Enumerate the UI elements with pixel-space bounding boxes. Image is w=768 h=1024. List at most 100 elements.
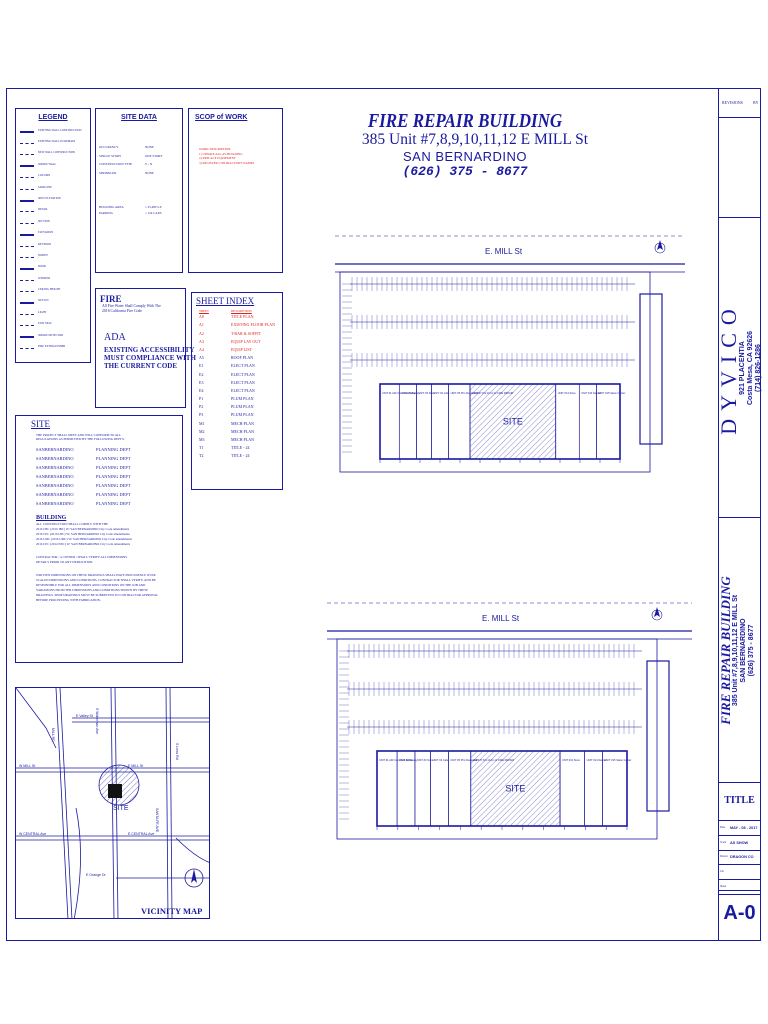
written-lines: WRITTEN DIMENSIONS ON THESE DRAWINGS SHA…	[36, 573, 182, 603]
street-label: E. MILL St	[482, 614, 520, 623]
sheet-code: A2	[199, 330, 204, 336]
site-area-value: = 25,480 S.F.	[145, 205, 163, 210]
site-area-value: = 124 CARS	[145, 211, 162, 216]
ada-line: THE CURRENT CODE	[104, 362, 177, 370]
unit-label: UNIT #14 Dental	[581, 391, 601, 395]
street-label: W CENTRAL Ave	[19, 832, 46, 836]
side-city: SAN BERNARDINO	[740, 618, 747, 683]
legend-label: EXISTING WALL TO REMAIN	[38, 139, 76, 143]
fire-ada-panel: FIRE All Fire Water Shall Comply With Th…	[95, 288, 196, 408]
sheet-title-box: TITLE	[718, 783, 761, 821]
side-title-box: FIRE REPAIR BUILDING 385 Unit #7,8,9,10,…	[718, 518, 761, 783]
lot-boundary	[339, 271, 651, 473]
legend-symbol	[20, 140, 34, 145]
legend-label: DETAIL	[38, 208, 48, 212]
scope-panel: SCOP of WORK WORK DESCRIPTION: 1) UPDATE…	[188, 108, 283, 273]
scope-item: 1) UPDATE ALL AS-BUILDING	[199, 152, 243, 157]
sheet-code: P1	[199, 396, 204, 402]
sheet-desc: TITLE - 24	[231, 445, 250, 451]
sheet-desc: MECH PLAN	[231, 437, 255, 443]
side-title: FIRE REPAIR BUILDING	[718, 576, 733, 725]
fire-text-2: 2016 California Fire Code	[102, 309, 142, 313]
revisions-box: REVISIONS BY	[718, 88, 761, 118]
legend-label: NEW WALL CONSTRUCTION	[38, 151, 75, 155]
fire-repair-unit	[469, 383, 557, 460]
project-title: FIRE REPAIR BUILDING	[367, 110, 563, 132]
revisions-column	[718, 118, 761, 218]
site-data-value: NONE	[145, 145, 154, 149]
unit-label: UNIT #1 AIR Cond Lite Store	[382, 391, 416, 395]
site-data-label: SPRINKLER	[99, 170, 117, 175]
building-line: 2016 CEC (2014 NEC) W/ SAN BERNARDINO Ci…	[36, 542, 131, 547]
building-line: ALL CONSTRUCTION SHALL COMPLY WITH THE	[36, 522, 109, 527]
dept-name: PLANNING DEPT	[96, 447, 131, 453]
legend-label: LIGHT	[38, 310, 47, 314]
unit-label: UNIT #4 Cafe	[433, 758, 449, 762]
building-line: 2016 CBC (2016 IBC) W/ SAN BERNARDINO Ci…	[36, 527, 130, 532]
dept-name: PLANNING DEPT	[96, 492, 131, 498]
sheet-code: M1	[199, 420, 205, 426]
sheet-desc: ELECT PLAN	[231, 387, 255, 393]
firm-rotated: DYVICO 921 PLACENTIA Costa Mesa, CA 9262…	[716, 218, 762, 518]
sheet-code: M2	[199, 428, 205, 434]
sheet-desc: T-BAR & SOFFIT	[231, 330, 262, 336]
project-phone: (626) 375 - 8677	[402, 164, 528, 179]
street-label: S Waterman Ave	[95, 708, 99, 734]
site-notes-heading: SITE	[31, 419, 50, 429]
legend-symbol	[20, 254, 34, 258]
legend-symbol	[20, 231, 34, 236]
side-building	[639, 293, 663, 445]
legend-row: NEW WALL CONSTRUCTION	[16, 148, 90, 159]
unit-label: UNIT #2 Bakery	[399, 758, 418, 762]
sheet-number-box: A-0	[718, 891, 761, 941]
tenant-unit	[596, 383, 621, 460]
legend-symbol	[20, 299, 34, 305]
site-data-label: OCCUPANCY	[99, 145, 119, 149]
sheet-number: A-0	[723, 902, 756, 924]
legend-label: CEILING HEIGHT	[38, 288, 61, 292]
legend-row: WINDOW	[16, 273, 90, 284]
tenant-unit	[379, 383, 400, 460]
sheet-index-row: M2 MECH PLAN	[199, 428, 282, 438]
site-data-value: NONE	[145, 170, 154, 175]
sheet-index-heading: SHEET INDEX	[196, 296, 255, 306]
sheet-code: A5	[199, 355, 204, 361]
legend-row: NORTH	[16, 250, 90, 261]
vicinity-heading: VICINITY MAP	[141, 906, 202, 916]
dept-name: PLANNING DEPT	[96, 456, 131, 462]
sheet-code: T2	[199, 453, 204, 459]
legend-symbol	[20, 128, 34, 134]
firm-city: Costa Mesa, CA 92626	[747, 330, 754, 406]
sheet-code: T1	[199, 445, 204, 451]
site-data-value: ONE STORY	[145, 153, 163, 158]
building-heading: BUILDING	[36, 515, 67, 522]
sheet-desc: MECH PLAN	[231, 428, 255, 434]
meta-row: Job	[719, 865, 760, 881]
side-address: 385 Unit #7,8,9,10,11,12 E MILL St	[732, 594, 739, 707]
contractor-line: DETAILS PRIOR TO ANY DEMOLITION.	[36, 560, 94, 565]
tenant-unit	[602, 750, 628, 827]
site-label: SITE	[505, 784, 525, 794]
unit-label: UNIT #15 Salon Center	[598, 391, 625, 395]
sheet-code: A0	[199, 314, 204, 320]
tenant-unit	[448, 383, 471, 460]
meta-label: Job	[720, 870, 724, 874]
legend-label: COLUMN	[38, 174, 51, 178]
